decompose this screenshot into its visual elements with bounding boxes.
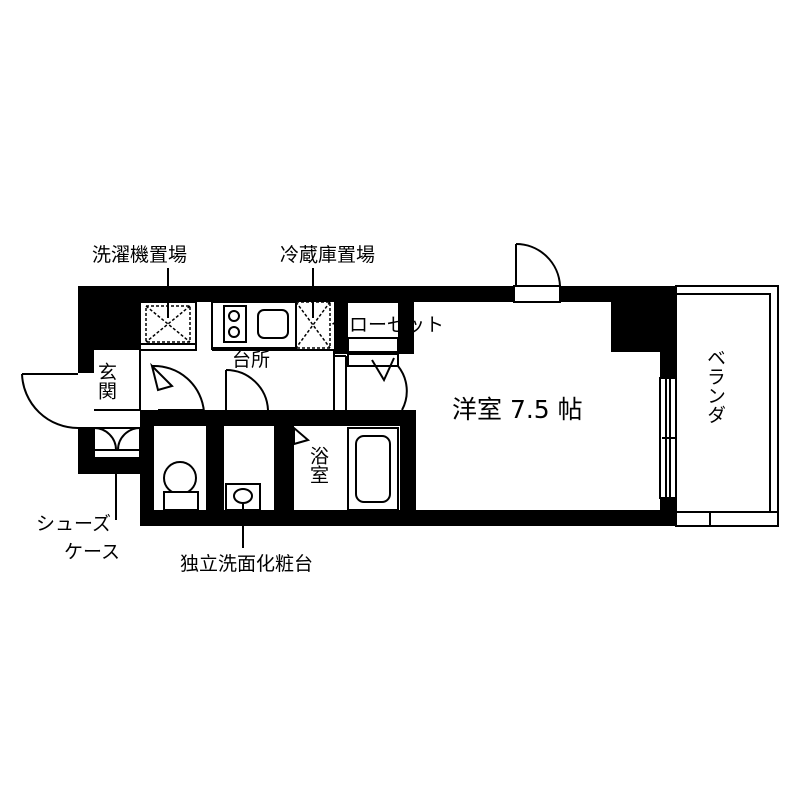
wall-right-lower — [660, 498, 676, 526]
label-bath-box: 浴室 — [307, 446, 329, 484]
leader-lines — [115, 268, 314, 548]
entrance-door — [21, 373, 79, 429]
label-vanity: 独立洗面化粧台 — [180, 553, 313, 575]
label-entrance-box: 玄関 — [95, 362, 117, 400]
label-shoe-case-line1: シューズ — [36, 513, 111, 535]
room-labels: 洗濯機置場 冷蔵庫置場 クローゼット 台所 洋室 7.5 帖 シューズ ケース … — [36, 244, 583, 575]
shoe-case-door — [93, 427, 141, 459]
wall-toilet-left — [140, 410, 154, 526]
corridor-door — [150, 362, 205, 413]
walls — [78, 286, 676, 526]
wall-toilet-vanity — [206, 410, 224, 526]
wall-right-upper — [660, 302, 676, 378]
wall-bath-room — [400, 410, 416, 526]
bathtub — [347, 427, 399, 511]
kitchen-counter — [211, 301, 297, 349]
wall-left-upper — [78, 286, 94, 372]
label-western-room: 洋室 7.5 帖 — [452, 395, 583, 424]
label-shoe-case-line2: ケース — [64, 541, 120, 563]
label-washer-place: 洗濯機置場 — [92, 244, 187, 266]
closet-shelf — [347, 337, 399, 353]
wall-vanity-bath — [274, 410, 294, 526]
label-kitchen: 台所 — [232, 349, 270, 371]
doors — [21, 242, 561, 459]
kitchen-door — [225, 368, 269, 411]
wall-closet-right — [398, 302, 414, 354]
label-closet: クローゼット — [330, 314, 444, 336]
label-veranda: ベランダ — [704, 348, 726, 424]
veranda-area — [675, 285, 779, 527]
wall-closet-left — [334, 302, 348, 354]
label-entrance: 玄関 — [95, 362, 117, 400]
label-fridge-place: 冷蔵庫置場 — [280, 244, 375, 266]
bath-door — [293, 425, 311, 446]
toilet — [163, 461, 199, 511]
wall-top-right — [560, 286, 676, 302]
closet-door — [333, 353, 408, 411]
upper-door — [513, 242, 561, 303]
wall-top-left — [78, 286, 514, 302]
label-bath: 浴室 — [307, 446, 329, 484]
label-veranda-box: ベランダ — [704, 348, 726, 424]
veranda-window — [659, 377, 677, 499]
wall-bottom-entrance — [78, 458, 144, 474]
wall-block-top-left — [94, 302, 140, 350]
